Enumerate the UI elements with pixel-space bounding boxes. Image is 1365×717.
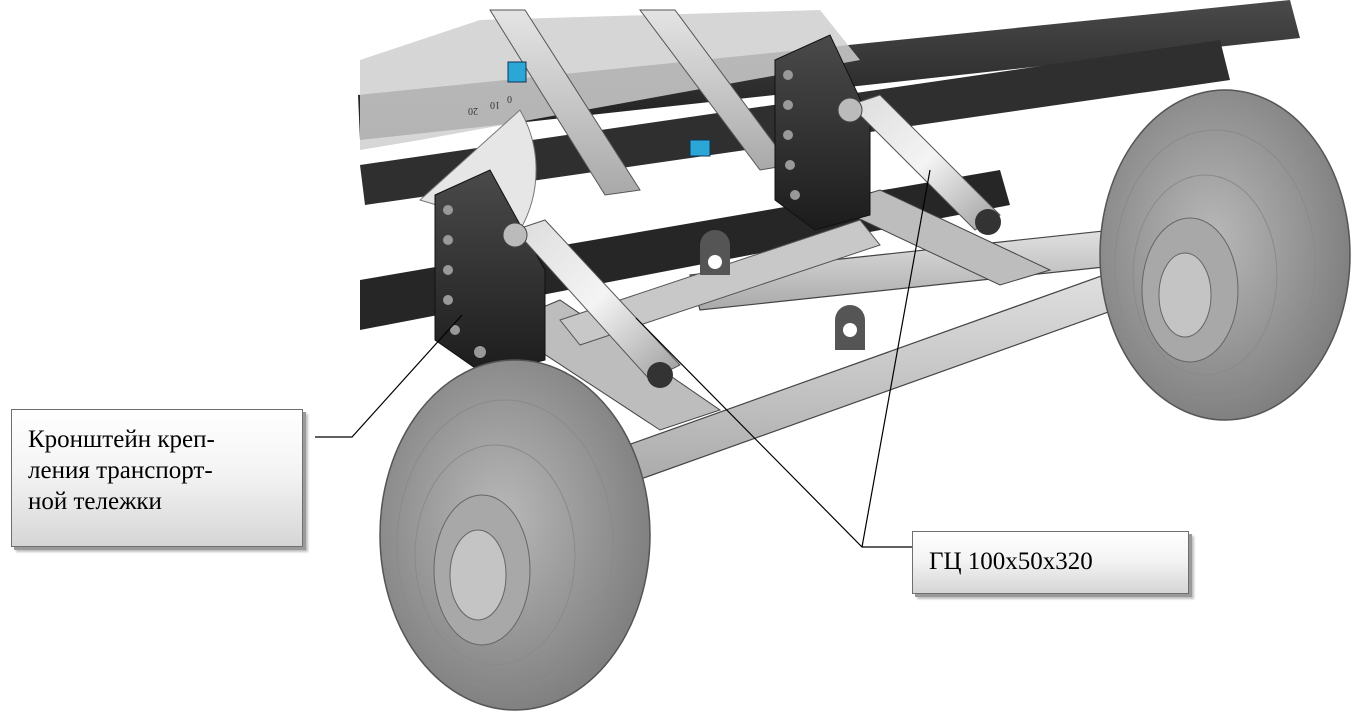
sensor-2 bbox=[689, 139, 711, 157]
wheel-left bbox=[379, 359, 651, 711]
leader-lines bbox=[315, 169, 931, 548]
cross-link bbox=[559, 219, 881, 346]
tow-eye-1 bbox=[700, 230, 730, 275]
bracket-right bbox=[774, 34, 871, 231]
diagonal-strut-1 bbox=[489, 9, 641, 196]
scale-mark: 0 bbox=[507, 93, 512, 104]
bracket-left bbox=[434, 169, 546, 376]
leader-cylinder-right bbox=[861, 169, 931, 548]
frame-plate bbox=[360, 10, 860, 150]
cylinder-callout-label: ГЦ 100x50x320 bbox=[912, 531, 1189, 594]
sensor-1 bbox=[507, 61, 527, 83]
bracket-callout-line: ления транспорт- bbox=[28, 457, 213, 484]
hydraulic-cylinder-left bbox=[502, 219, 681, 388]
leader-bracket bbox=[315, 314, 463, 438]
bracket-callout-line: Кронштейн креп- bbox=[28, 426, 215, 453]
hydraulic-cylinder-right bbox=[837, 94, 1001, 235]
cylinder-callout-text: ГЦ 100x50x320 bbox=[929, 548, 1093, 575]
bracket-callout-label: Кронштейн креп- ления транспорт- ной тел… bbox=[11, 409, 303, 547]
scale-mark: 10 bbox=[490, 99, 500, 110]
wheel-right bbox=[1099, 89, 1351, 421]
scale-mark: 20 bbox=[468, 105, 478, 116]
bracket-callout-line: ной тележки bbox=[28, 488, 162, 515]
